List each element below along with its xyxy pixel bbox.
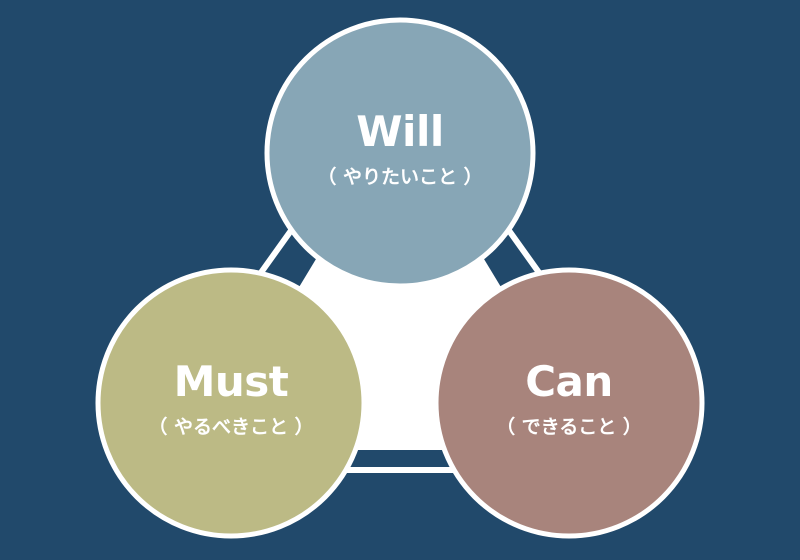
can-subtitle: （ できること ） bbox=[496, 416, 642, 438]
will-circle bbox=[264, 17, 536, 289]
will-subtitle: （ やりたいこと ） bbox=[317, 166, 483, 188]
must-circle bbox=[95, 267, 367, 539]
must-label: Must （ やるべきこと ） bbox=[111, 358, 351, 440]
will-title: Will bbox=[356, 107, 444, 156]
will-label: Will （ やりたいこと ） bbox=[280, 108, 520, 190]
can-circle bbox=[433, 267, 705, 539]
can-title: Can bbox=[525, 357, 613, 406]
must-title: Must bbox=[173, 357, 289, 406]
can-label: Can （ できること ） bbox=[449, 358, 689, 440]
must-subtitle: （ やるべきこと ） bbox=[148, 416, 314, 438]
